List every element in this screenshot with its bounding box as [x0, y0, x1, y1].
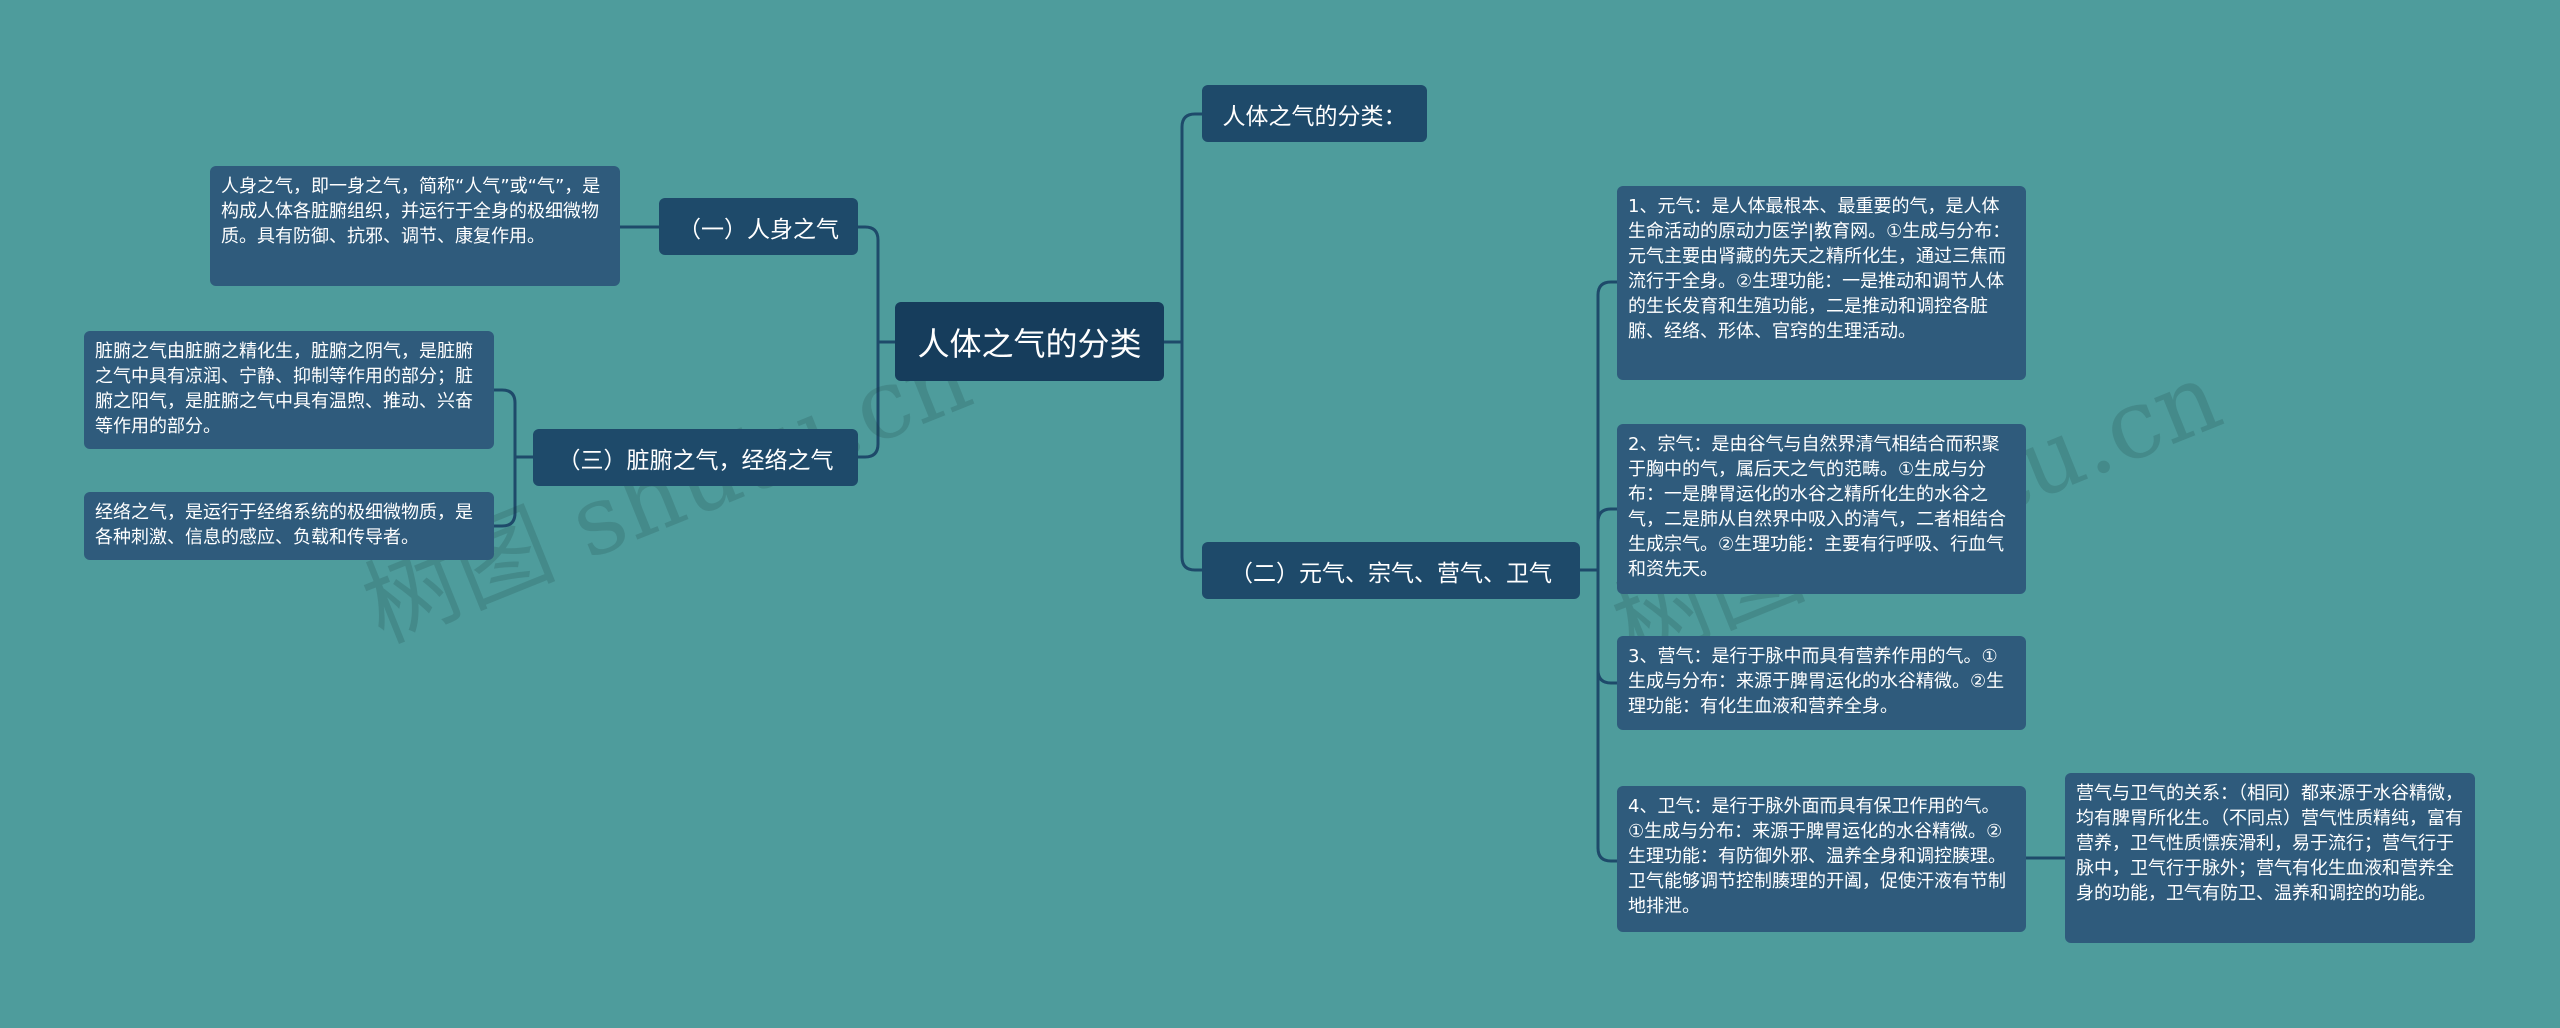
branch-node-label: （二）元气、宗气、营气、卫气: [1230, 560, 1552, 587]
leaf-text: 4、卫气：是行于脉外面而具有保卫作用的气。①生成与分布：来源于脾胃运化的水谷精微…: [1628, 796, 2006, 917]
branch-node-renshen-zhiqi[interactable]: （一）人身之气: [659, 198, 858, 255]
branch-node-zangfu-jingluo[interactable]: （三）脏腑之气，经络之气: [533, 429, 858, 486]
link-b2-l2d: [1578, 568, 1619, 863]
branch-node-label: （三）脏腑之气，经络之气: [557, 447, 834, 474]
leaf-text: 人身之气，即一身之气，简称“人气”或“气”，是构成人体各脏腑组织，并运行于全身的…: [221, 176, 601, 247]
root-node[interactable]: 人体之气的分类: [895, 302, 1164, 381]
branch-node-classification[interactable]: 人体之气的分类：: [1202, 85, 1427, 142]
link-root-b2: [1162, 340, 1204, 572]
leaf-node-yingqi[interactable]: 3、营气：是行于脉中而具有营养作用的气。①生成与分布：来源于脾胃运化的水谷精微。…: [1617, 636, 2026, 730]
link-b2-l2a: [1578, 280, 1619, 572]
leaf-node-yuanqi[interactable]: 1、元气：是人体最根本、最重要的气，是人体生命活动的原动力医学|教育网。①生成与…: [1617, 186, 2026, 380]
leaf-node-zongqi[interactable]: 2、宗气：是由谷气与自然界清气相结合而积聚于胸中的气，属后天之气的范畴。①生成与…: [1617, 424, 2026, 594]
link-b2-l2b: [1578, 507, 1619, 572]
link-b3-l3a: [492, 388, 535, 459]
leaf-text: 营气与卫气的关系：（相同）都来源于水谷精微，均有脾胃所化生。（不同点）营气性质精…: [2076, 783, 2463, 904]
link-root-b1: [856, 225, 897, 344]
leaf-node-renshen-zhiqi[interactable]: 人身之气，即一身之气，简称“人气”或“气”，是构成人体各脏腑组织，并运行于全身的…: [210, 166, 620, 286]
leaf-node-ying-wei-relation[interactable]: 营气与卫气的关系：（相同）都来源于水谷精微，均有脾胃所化生。（不同点）营气性质精…: [2065, 773, 2475, 943]
leaf-text: 1、元气：是人体最根本、最重要的气，是人体生命活动的原动力医学|教育网。①生成与…: [1628, 196, 2011, 342]
link-root-b3: [856, 340, 897, 459]
leaf-node-weiqi[interactable]: 4、卫气：是行于脉外面而具有保卫作用的气。①生成与分布：来源于脾胃运化的水谷精微…: [1617, 786, 2026, 932]
leaf-text: 2、宗气：是由谷气与自然界清气相结合而积聚于胸中的气，属后天之气的范畴。①生成与…: [1628, 434, 2006, 580]
leaf-text: 经络之气，是运行于经络系统的极细微物质，是各种刺激、信息的感应、负载和传导者。: [95, 502, 473, 548]
root-node-label: 人体之气的分类: [917, 324, 1142, 363]
leaf-node-jingluo-zhiqi[interactable]: 经络之气，是运行于经络系统的极细微物质，是各种刺激、信息的感应、负载和传导者。: [84, 492, 494, 560]
branch-node-label: （一）人身之气: [678, 216, 839, 243]
leaf-text: 脏腑之气由脏腑之精化生，脏腑之阴气，是脏腑之气中具有凉润、宁静、抑制等作用的部分…: [95, 341, 473, 437]
leaf-node-zangfu-zhiqi[interactable]: 脏腑之气由脏腑之精化生，脏腑之阴气，是脏腑之气中具有凉润、宁静、抑制等作用的部分…: [84, 331, 494, 449]
branch-node-four-qi[interactable]: （二）元气、宗气、营气、卫气: [1202, 542, 1580, 599]
link-root-b0: [1162, 112, 1204, 344]
leaf-text: 3、营气：是行于脉中而具有营养作用的气。①生成与分布：来源于脾胃运化的水谷精微。…: [1628, 646, 2005, 717]
link-b3-l3b: [492, 455, 535, 528]
branch-node-label: 人体之气的分类：: [1222, 103, 1407, 130]
